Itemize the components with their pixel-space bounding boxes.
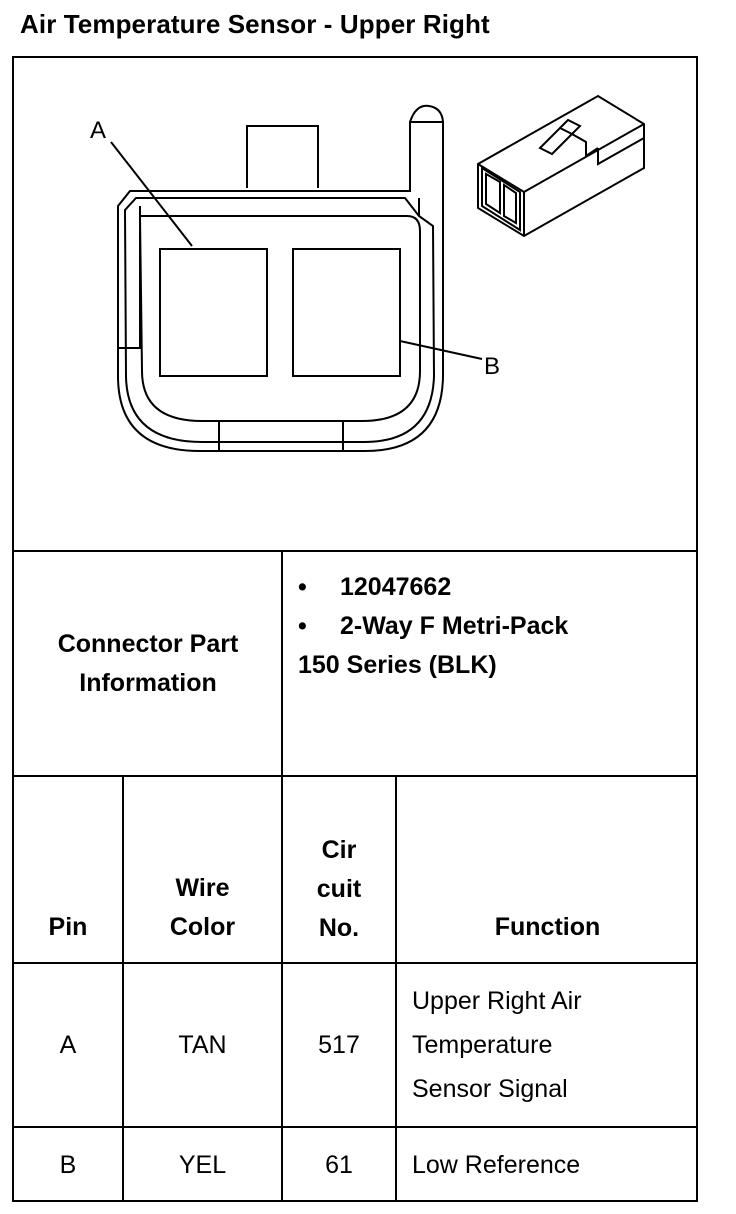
connector-face-drawing: A B: [90, 94, 645, 452]
page-title: Air Temperature Sensor - Upper Right: [20, 9, 490, 39]
description-line2: 150 Series (BLK): [298, 651, 497, 679]
connector-table-frame: [12, 56, 698, 1202]
divider-col-circuit: [395, 776, 397, 1202]
row-a-function-line3: Sensor Signal: [412, 1075, 568, 1103]
row-a-wire-color: TAN: [178, 1031, 227, 1059]
cpi-label-line1: Connector Part: [57, 630, 239, 658]
connector-body-inner-outline: [123, 197, 436, 443]
callout-b-leader: [399, 340, 483, 360]
header-wire-color-line2: Color: [169, 913, 236, 941]
header-circuit-line3: No.: [318, 914, 360, 942]
callout-a-leader: [110, 141, 193, 247]
header-wire-color: Wire Color: [124, 869, 281, 947]
left-shoulder: [118, 206, 141, 349]
cpi-label-line2: Information: [79, 669, 217, 697]
bullet-dot: •: [298, 612, 307, 640]
latch-tab: [246, 125, 319, 188]
row-b-wire-color: YEL: [178, 1151, 227, 1179]
divider-col-wire: [281, 776, 283, 1202]
header-circuit-no: Cir cuit No.: [283, 831, 395, 948]
connector-body-outline: [117, 104, 444, 452]
callout-a-label: A: [90, 117, 106, 144]
row-a-function: Upper Right Air Temperature Sensor Signa…: [412, 979, 692, 1111]
divider-row-b: [12, 1126, 698, 1128]
part-number-item: • 12047662: [298, 568, 568, 607]
row-b-pin: B: [59, 1151, 77, 1179]
callout-b-label: B: [484, 353, 500, 380]
connector-part-info-values: • 12047662 • 2-Way F Metri-Pack 150 Seri…: [298, 568, 568, 685]
divider-col-pin: [122, 776, 124, 1202]
row-a-pin: A: [59, 1031, 77, 1059]
connector-isometric-icon: [477, 94, 645, 238]
divider-row-a: [12, 962, 698, 964]
terminal-cavity-a: [159, 248, 268, 377]
header-circuit-line1: Cir: [321, 836, 357, 864]
bullet-dot: •: [298, 573, 307, 601]
header-wire-color-line1: Wire: [175, 874, 230, 902]
row-b-function: Low Reference: [412, 1151, 581, 1179]
row-a-function-line2: Temperature: [412, 1031, 553, 1059]
row-a-circuit: 517: [318, 1031, 360, 1059]
divider-cpi-vertical: [281, 551, 283, 776]
description-item: • 2-Way F Metri-Pack: [298, 607, 568, 646]
bottom-key-slot: [218, 421, 344, 451]
divider-table-header: [12, 775, 698, 777]
header-circuit-line2: cuit: [316, 875, 362, 903]
inner-cavity: [138, 215, 421, 422]
terminal-cavity-b: [292, 248, 401, 377]
header-function: Function: [494, 913, 601, 941]
header-pin: Pin: [48, 913, 88, 941]
row-a-function-line1: Upper Right Air: [412, 987, 582, 1015]
divider-connector-info: [12, 550, 698, 552]
connector-part-info-label: Connector Part Information: [14, 552, 282, 776]
part-number: 12047662: [340, 573, 452, 601]
row-b-circuit: 61: [325, 1151, 353, 1179]
connector-diagram: A B: [12, 56, 698, 551]
description-line1: 2-Way F Metri-Pack: [340, 612, 569, 640]
